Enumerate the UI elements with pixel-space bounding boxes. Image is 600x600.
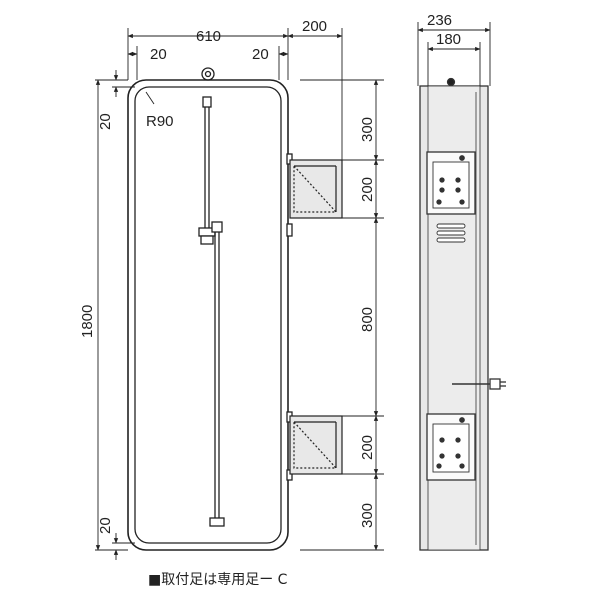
- label-side-inner-depth: 180: [436, 31, 461, 48]
- label-width: 610: [196, 28, 221, 45]
- upper-bracket: [289, 159, 343, 219]
- side-view: [419, 77, 506, 551]
- label-lower-bracket: 200: [359, 435, 376, 460]
- label-upper-bracket: 200: [359, 177, 376, 202]
- label-right-margin: 20: [252, 46, 269, 63]
- label-bottom-gap: 300: [359, 503, 376, 528]
- label-bracket-offset: 200: [302, 18, 327, 35]
- label-top-gap: 300: [359, 117, 376, 142]
- upper-mount-plate: [426, 151, 476, 215]
- power-cord: [452, 378, 506, 390]
- lower-mount-plate: [426, 413, 476, 481]
- label-height: 1800: [79, 305, 96, 338]
- label-bottom-margin: 20: [97, 517, 114, 534]
- label-side-depth: 236: [427, 12, 452, 29]
- hanging-ring: [201, 67, 215, 81]
- bracket-dimensions: [300, 79, 384, 551]
- caption: ■取付足は専用足ー C: [148, 572, 288, 588]
- side-knob: [446, 77, 456, 87]
- front-view: [127, 67, 293, 551]
- inner-frame: [134, 86, 282, 544]
- label-between: 800: [359, 307, 376, 332]
- label-radius: R90: [146, 113, 174, 130]
- outer-frame: [127, 79, 289, 551]
- front-dimensions: [95, 28, 343, 560]
- vent-slots: [436, 223, 466, 243]
- lower-bracket: [289, 415, 343, 475]
- side-dimensions: [417, 22, 491, 86]
- label-left-margin: 20: [150, 46, 167, 63]
- label-top-margin: 20: [97, 113, 114, 130]
- lower-rod: [209, 221, 225, 527]
